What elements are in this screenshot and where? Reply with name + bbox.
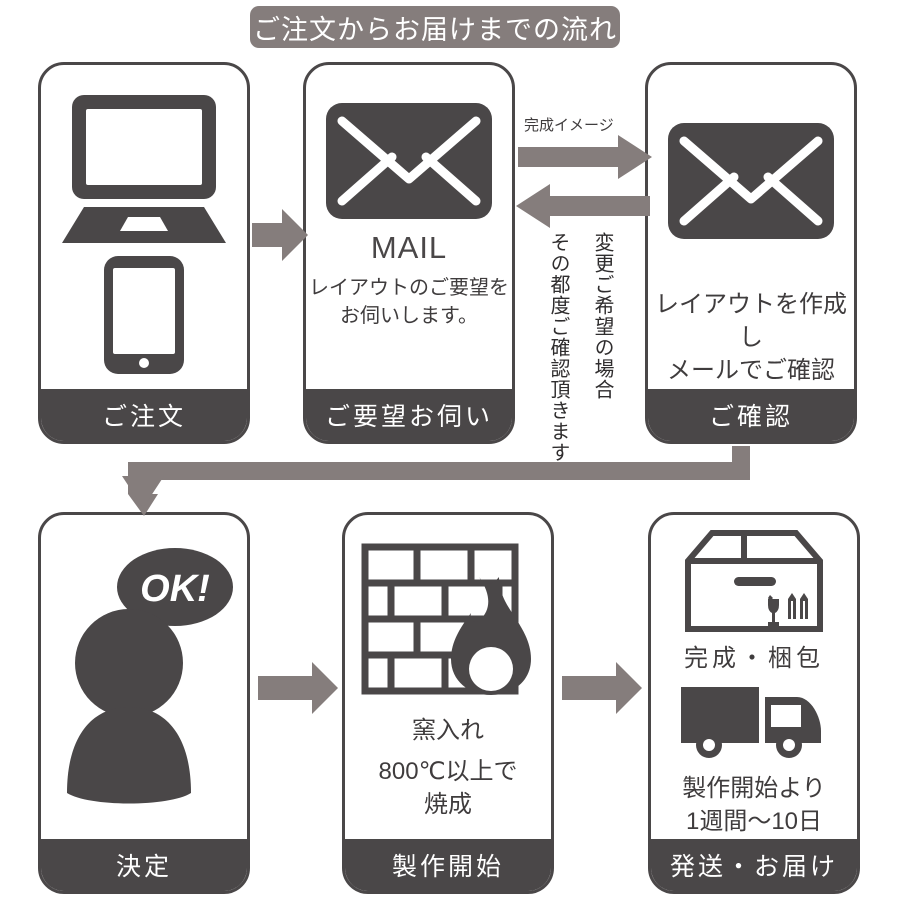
arrow-decide-to-produce-icon (258, 660, 338, 716)
arrow-produce-to-ship-icon (562, 660, 642, 716)
step-card-request-body: MAIL レイアウトのご要望を お伺いします。 (306, 65, 512, 389)
laptop-and-tablet-icon (54, 91, 234, 386)
step-card-produce-text: 800℃以上で 焼成 (378, 758, 518, 819)
step-card-decide-body: OK! (41, 515, 247, 839)
delivery-truck-icon (679, 683, 829, 764)
person-ok-icon: OK! (49, 535, 239, 830)
step-card-produce-heading: 窯入れ (412, 717, 484, 744)
step-card-confirm-text: レイアウトを作成し メールでご確認 (655, 291, 847, 385)
step-card-request-footer: ご要望お伺い (306, 389, 512, 441)
step-card-ship-text: 製作開始より 1週間～10日 (682, 775, 826, 836)
step-card-confirm: レイアウトを作成し メールでご確認 ご確認 (645, 62, 857, 444)
note-change-request: 変更ご希望の場合 (591, 232, 613, 400)
step-card-ship: 完成・梱包 製作開始より 1週間～10日 発送・お届け (648, 512, 860, 894)
step-card-ship-footer: 発送・お届け (651, 839, 857, 891)
kiln-flame-icon (361, 543, 535, 700)
note-each-time-confirm: その都度ご確認頂きます。 (547, 232, 569, 484)
arrow-order-to-request-icon (252, 207, 308, 263)
step-card-ship-heading: 完成・梱包 (684, 645, 824, 672)
envelope-icon (666, 121, 836, 246)
step-card-request: MAIL レイアウトのご要望を お伺いします。 ご要望お伺い (303, 62, 515, 444)
mail-heading: MAIL (370, 230, 448, 265)
package-box-icon (682, 529, 826, 638)
svg-text:OK!: OK! (140, 568, 210, 610)
step-card-produce-footer: 製作開始 (345, 839, 551, 891)
step-card-order-footer: ご注文 (41, 389, 247, 441)
step-card-order: ご注文 (38, 62, 250, 444)
step-card-decide-footer: 決定 (41, 839, 247, 891)
step-card-decide: OK! 決定 (38, 512, 250, 894)
step-card-order-body (41, 65, 247, 389)
step-card-produce: 窯入れ 800℃以上で 焼成 製作開始 (342, 512, 554, 894)
arrow-confirm-to-decide-icon (110, 446, 750, 516)
step-card-confirm-body: レイアウトを作成し メールでご確認 (648, 65, 854, 389)
arrow-request-to-confirm-icon (518, 135, 652, 179)
arrow-confirm-to-request-icon (516, 184, 650, 228)
envelope-icon (324, 101, 494, 226)
page-title: ご注文からお届けまでの流れ (250, 6, 620, 48)
step-card-ship-body: 完成・梱包 製作開始より 1週間～10日 (651, 515, 857, 839)
step-card-produce-body: 窯入れ 800℃以上で 焼成 (345, 515, 551, 839)
arrow-label-final-image: 完成イメージ (524, 117, 614, 134)
step-card-request-text: レイアウトのご要望を お伺いします。 (309, 277, 509, 328)
step-card-confirm-footer: ご確認 (648, 389, 854, 441)
